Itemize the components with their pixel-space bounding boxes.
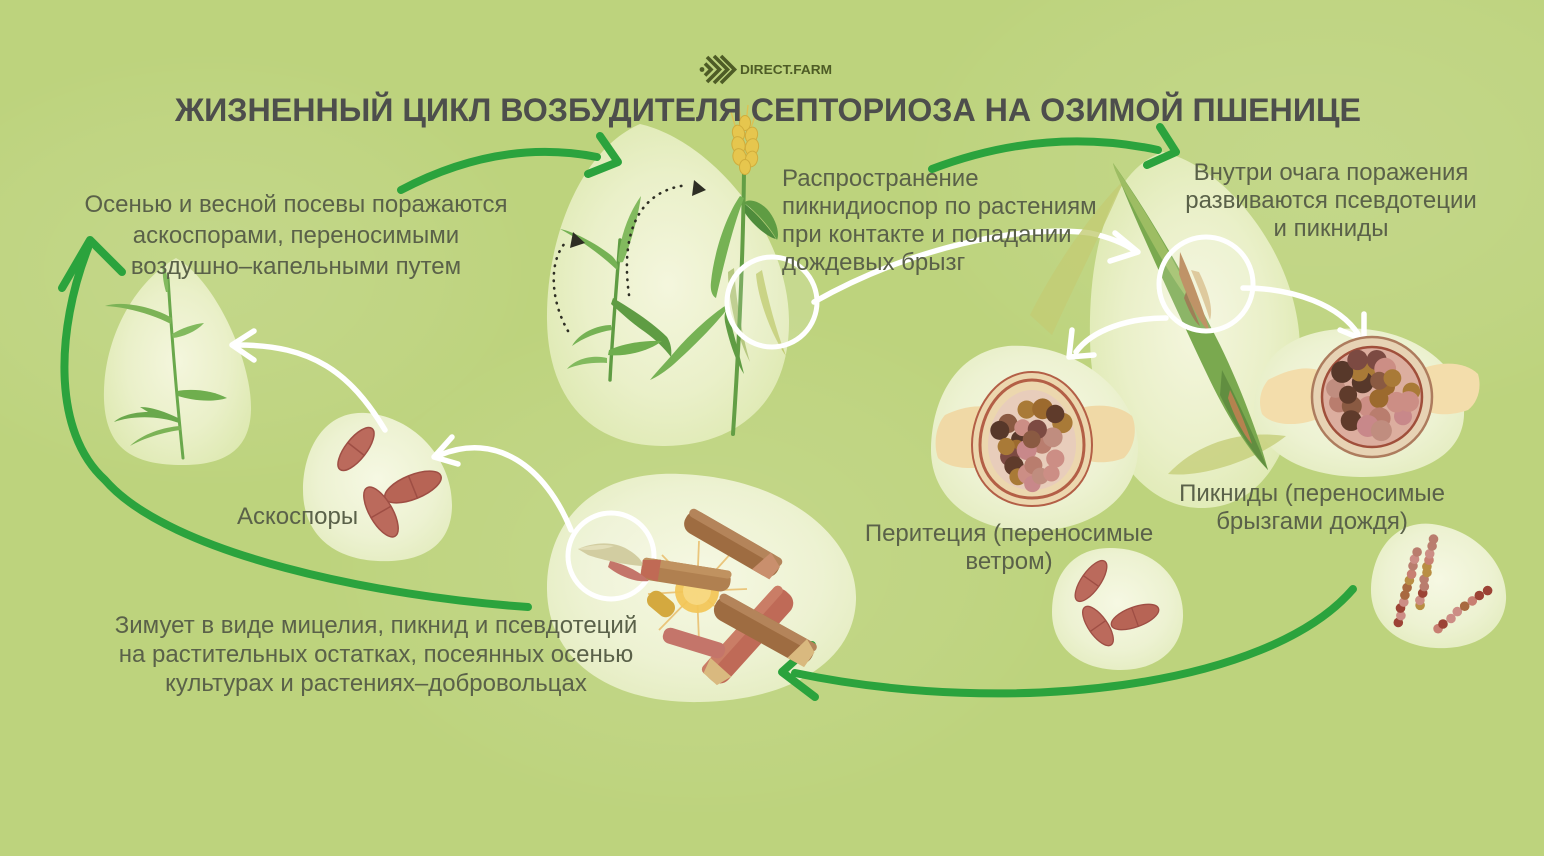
svg-text:Внутри очага поражения: Внутри очага поражения	[1194, 159, 1469, 186]
svg-text:Зимует в виде мицелия, пикнид: Зимует в виде мицелия, пикнид и псевдоте…	[115, 612, 637, 639]
svg-text:ЖИЗНЕННЫЙ ЦИКЛ ВОЗБУДИТЕЛЯ СЕП: ЖИЗНЕННЫЙ ЦИКЛ ВОЗБУДИТЕЛЯ СЕПТОРИОЗА НА…	[174, 92, 1361, 128]
svg-text:Распространение: Распространение	[782, 165, 979, 192]
svg-text:Перитеция (переносимые: Перитеция (переносимые	[865, 520, 1153, 547]
svg-text:Пикниды (переносимые: Пикниды (переносимые	[1179, 480, 1445, 507]
svg-text:дождевых брызг: дождевых брызг	[782, 249, 966, 276]
svg-text:Осенью и весной посевы поражаю: Осенью и весной посевы поражаются	[84, 191, 507, 218]
svg-text:и пикниды: и пикниды	[1274, 215, 1389, 242]
svg-text:Аскоспоры: Аскоспоры	[237, 503, 358, 530]
svg-text:развиваются псевдотеции: развиваются псевдотеции	[1185, 187, 1477, 214]
svg-text:аскоспорами, переносимыми: аскоспорами, переносимыми	[133, 222, 459, 249]
svg-text:воздушно–капельными путем: воздушно–капельными путем	[131, 253, 461, 280]
svg-text:ветром): ветром)	[965, 548, 1052, 575]
svg-text:брызгами дождя): брызгами дождя)	[1216, 508, 1408, 535]
svg-text:на растительных остатках, посе: на растительных остатках, посеянных осен…	[119, 641, 633, 668]
svg-text:DIRECT.FARM: DIRECT.FARM	[740, 62, 832, 77]
svg-text:пикнидиоспор по растениям: пикнидиоспор по растениям	[782, 193, 1097, 220]
svg-text:при контакте и попадании: при контакте и попадании	[782, 221, 1072, 248]
svg-text:культурах и растениях–добровол: культурах и растениях–добровольцах	[165, 670, 587, 697]
